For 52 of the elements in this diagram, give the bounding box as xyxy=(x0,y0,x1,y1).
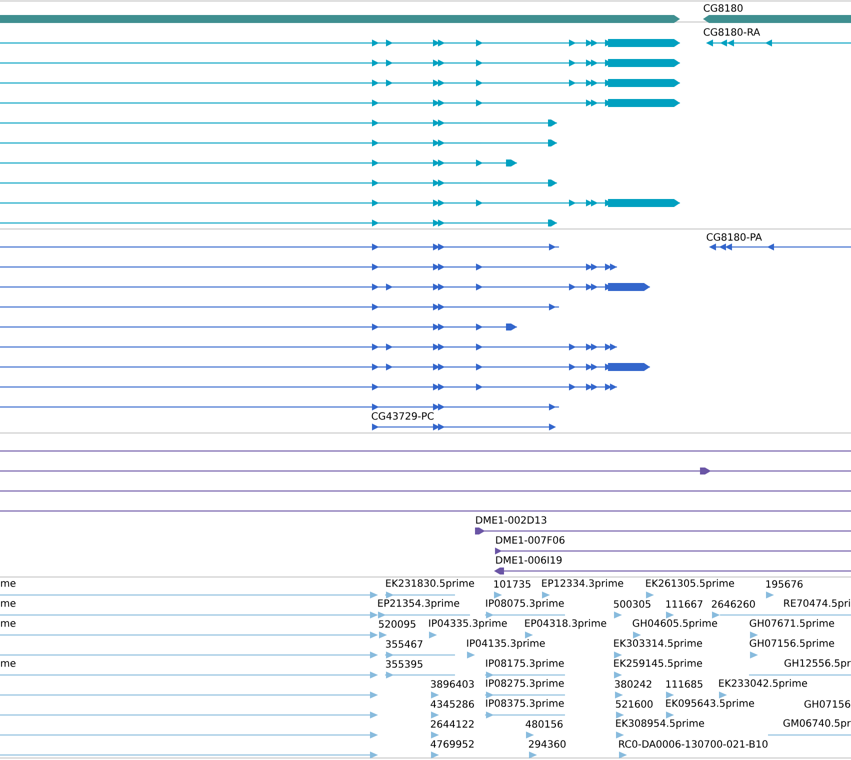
feature-label: 500305 xyxy=(614,600,650,608)
feature-label: 2644122 xyxy=(430,720,474,728)
feature-label: EP12334.3prime xyxy=(542,579,624,589)
feature-label: EP04318.3prime xyxy=(525,619,606,629)
feature-label: GM06740.5pr xyxy=(783,719,851,729)
feature-label: EK261305.5prime xyxy=(646,579,734,589)
feature-label: DME1-002D13 xyxy=(476,516,546,524)
feature-label: CG8180-PA xyxy=(706,233,762,241)
feature-label: RE70474.5pri xyxy=(784,599,850,609)
feature-label: IP08375.3prime xyxy=(486,699,564,709)
feature-label: IP04335.3prime xyxy=(429,619,507,629)
feature-label: EK231830.5prime xyxy=(386,579,474,589)
feature-label: 111667 xyxy=(666,600,702,608)
feature-label: 380242 xyxy=(614,680,652,688)
feature-label: DME1-007F06 xyxy=(496,536,564,544)
feature-label: IP08175.3prime xyxy=(486,659,564,669)
feature-label: 355395 xyxy=(386,660,422,668)
feature-label: 4769952 xyxy=(430,740,474,748)
feature-label: 101735 xyxy=(494,580,530,588)
feature-label: CG8180 xyxy=(704,4,743,12)
feature-label: GH07156.5prime xyxy=(750,639,834,649)
feature-label: EK095643.5prime xyxy=(666,699,754,709)
feature-label: GH07671.5prime xyxy=(750,619,834,629)
feature-label: 355467 xyxy=(386,640,422,648)
feature-label: 4345286 xyxy=(430,700,474,708)
feature-label: 2646260 xyxy=(712,600,755,608)
feature-label: CG8180-RA xyxy=(704,28,760,36)
feature-label: 111685 xyxy=(666,680,702,688)
feature-label: me xyxy=(1,581,16,587)
feature-label: me xyxy=(1,601,16,607)
feature-label: EK259145.5prime xyxy=(614,659,702,669)
feature-label: 195676 xyxy=(766,580,803,588)
feature-label: 294360 xyxy=(528,740,566,748)
feature-label: GH12556.5pr xyxy=(784,659,851,669)
feature-label: 521600 xyxy=(616,700,653,708)
feature-label: DME1-006I19 xyxy=(496,556,562,564)
feature-label: EK303314.5prime xyxy=(614,639,702,649)
feature-label: 480156 xyxy=(526,720,563,728)
feature-label: IP08075.3prime xyxy=(486,599,564,609)
feature-label: 520095 xyxy=(378,620,416,628)
feature-label: IP04135.3prime xyxy=(467,639,545,649)
feature-label: EK308954.5prime xyxy=(616,719,704,729)
feature-label: GH07156 xyxy=(804,700,850,708)
feature-label: me xyxy=(1,661,16,667)
feature-label: RC0-DA0006-130700-021-B10 xyxy=(619,740,768,748)
feature-label: IP08275.3prime xyxy=(486,679,564,689)
feature-label: 3896403 xyxy=(430,680,474,688)
feature-label: CG43729-PC xyxy=(372,412,434,420)
feature-label: me xyxy=(1,621,16,627)
feature-label: EK233042.5prime xyxy=(719,679,808,689)
feature-label: EP21354.3prime xyxy=(378,599,460,609)
feature-label: GH04605.5prime xyxy=(632,619,718,629)
